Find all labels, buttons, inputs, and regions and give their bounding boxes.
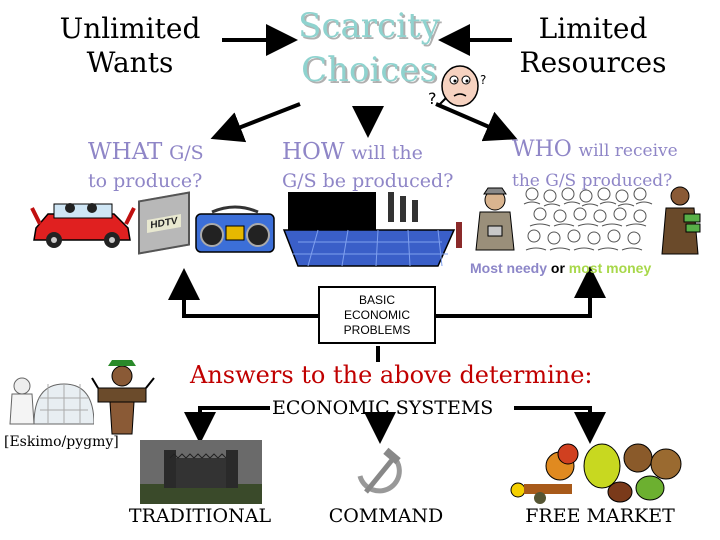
svg-text:?: ?	[480, 73, 486, 87]
arrow-systems-right	[514, 406, 606, 444]
hdtv-icon: HDTV	[138, 191, 190, 255]
market-produce-icon	[510, 443, 682, 504]
resources-line: Resources	[519, 46, 667, 79]
traditional-label: TRADITIONAL	[128, 505, 272, 527]
arrow-loop-left	[168, 268, 318, 318]
scarcity-choices-title: Scarcity Choices	[286, 4, 452, 92]
boombox-icon	[195, 205, 275, 253]
question-how-line2: G/S be produced?	[282, 170, 454, 192]
arrow-systems-left	[184, 406, 270, 444]
box-line1: BASIC	[358, 292, 395, 307]
eskimo-pygmy-label: [Eskimo/pygmy]	[4, 434, 119, 450]
who-rest: will receive	[578, 141, 678, 161]
question-how-line1: HOW will the	[282, 138, 482, 167]
choices-line: Choices	[301, 50, 437, 90]
what-word: WHAT	[88, 139, 163, 165]
box-line2: ECONOMIC	[344, 307, 410, 322]
box-line3: PROBLEMS	[343, 322, 411, 337]
question-what-line2: to produce?	[88, 170, 203, 192]
hammer-sickle-icon	[357, 447, 402, 494]
question-what-line1: WHAT G/S	[88, 138, 258, 167]
question-who: WHO will receive the G/S produced?	[512, 134, 717, 196]
hdtv-label: HDTV	[147, 213, 181, 233]
beggar-icon	[475, 187, 515, 251]
igloo-eskimo-icon	[9, 377, 94, 425]
limited-line: Limited	[538, 12, 648, 45]
arrow-to-what	[210, 102, 301, 143]
pygmy-icon	[91, 360, 155, 435]
svg-text:?: ?	[428, 89, 437, 108]
most-needy-label: Most needy	[470, 260, 548, 276]
most-money-label: most money	[568, 260, 652, 276]
unlimited-wants-title: Unlimited Wants	[40, 12, 220, 80]
what-rest: G/S	[169, 142, 204, 164]
scarcity-line: Scarcity	[298, 6, 440, 46]
crowd-icon	[523, 187, 653, 251]
distribution-line: Most needy or most money	[470, 260, 720, 276]
or-label: or	[550, 260, 565, 276]
unlimited-wants-line1: Unlimited	[59, 12, 201, 45]
rich-man-icon	[661, 186, 701, 255]
question-what: WHAT G/S to produce?	[88, 138, 258, 195]
free-market-label: FREE MARKET	[525, 505, 675, 527]
unlimited-wants-line2: Wants	[86, 46, 174, 79]
basic-economic-problems-box: BASIC ECONOMIC PROBLEMS	[318, 286, 436, 344]
factory-icon	[282, 192, 462, 267]
castle-icon	[140, 440, 262, 504]
question-who-line1: WHO will receive	[512, 134, 717, 166]
thinking-face-icon: ? ?	[428, 65, 486, 108]
answers-heading: Answers to the above determine:	[190, 361, 593, 389]
limited-resources-title: Limited Resources	[508, 12, 678, 80]
how-rest: will the	[351, 142, 423, 164]
question-how: HOW will the G/S be produced?	[282, 138, 482, 195]
command-label: COMMAND	[328, 505, 444, 527]
question-who-line2: the G/S produced?	[512, 171, 673, 191]
economic-systems-heading: ECONOMIC SYSTEMS	[272, 397, 494, 419]
arrow-loop-right	[436, 266, 606, 318]
how-word: HOW	[282, 139, 345, 165]
car-icon	[30, 203, 136, 248]
who-word: WHO	[512, 137, 572, 162]
